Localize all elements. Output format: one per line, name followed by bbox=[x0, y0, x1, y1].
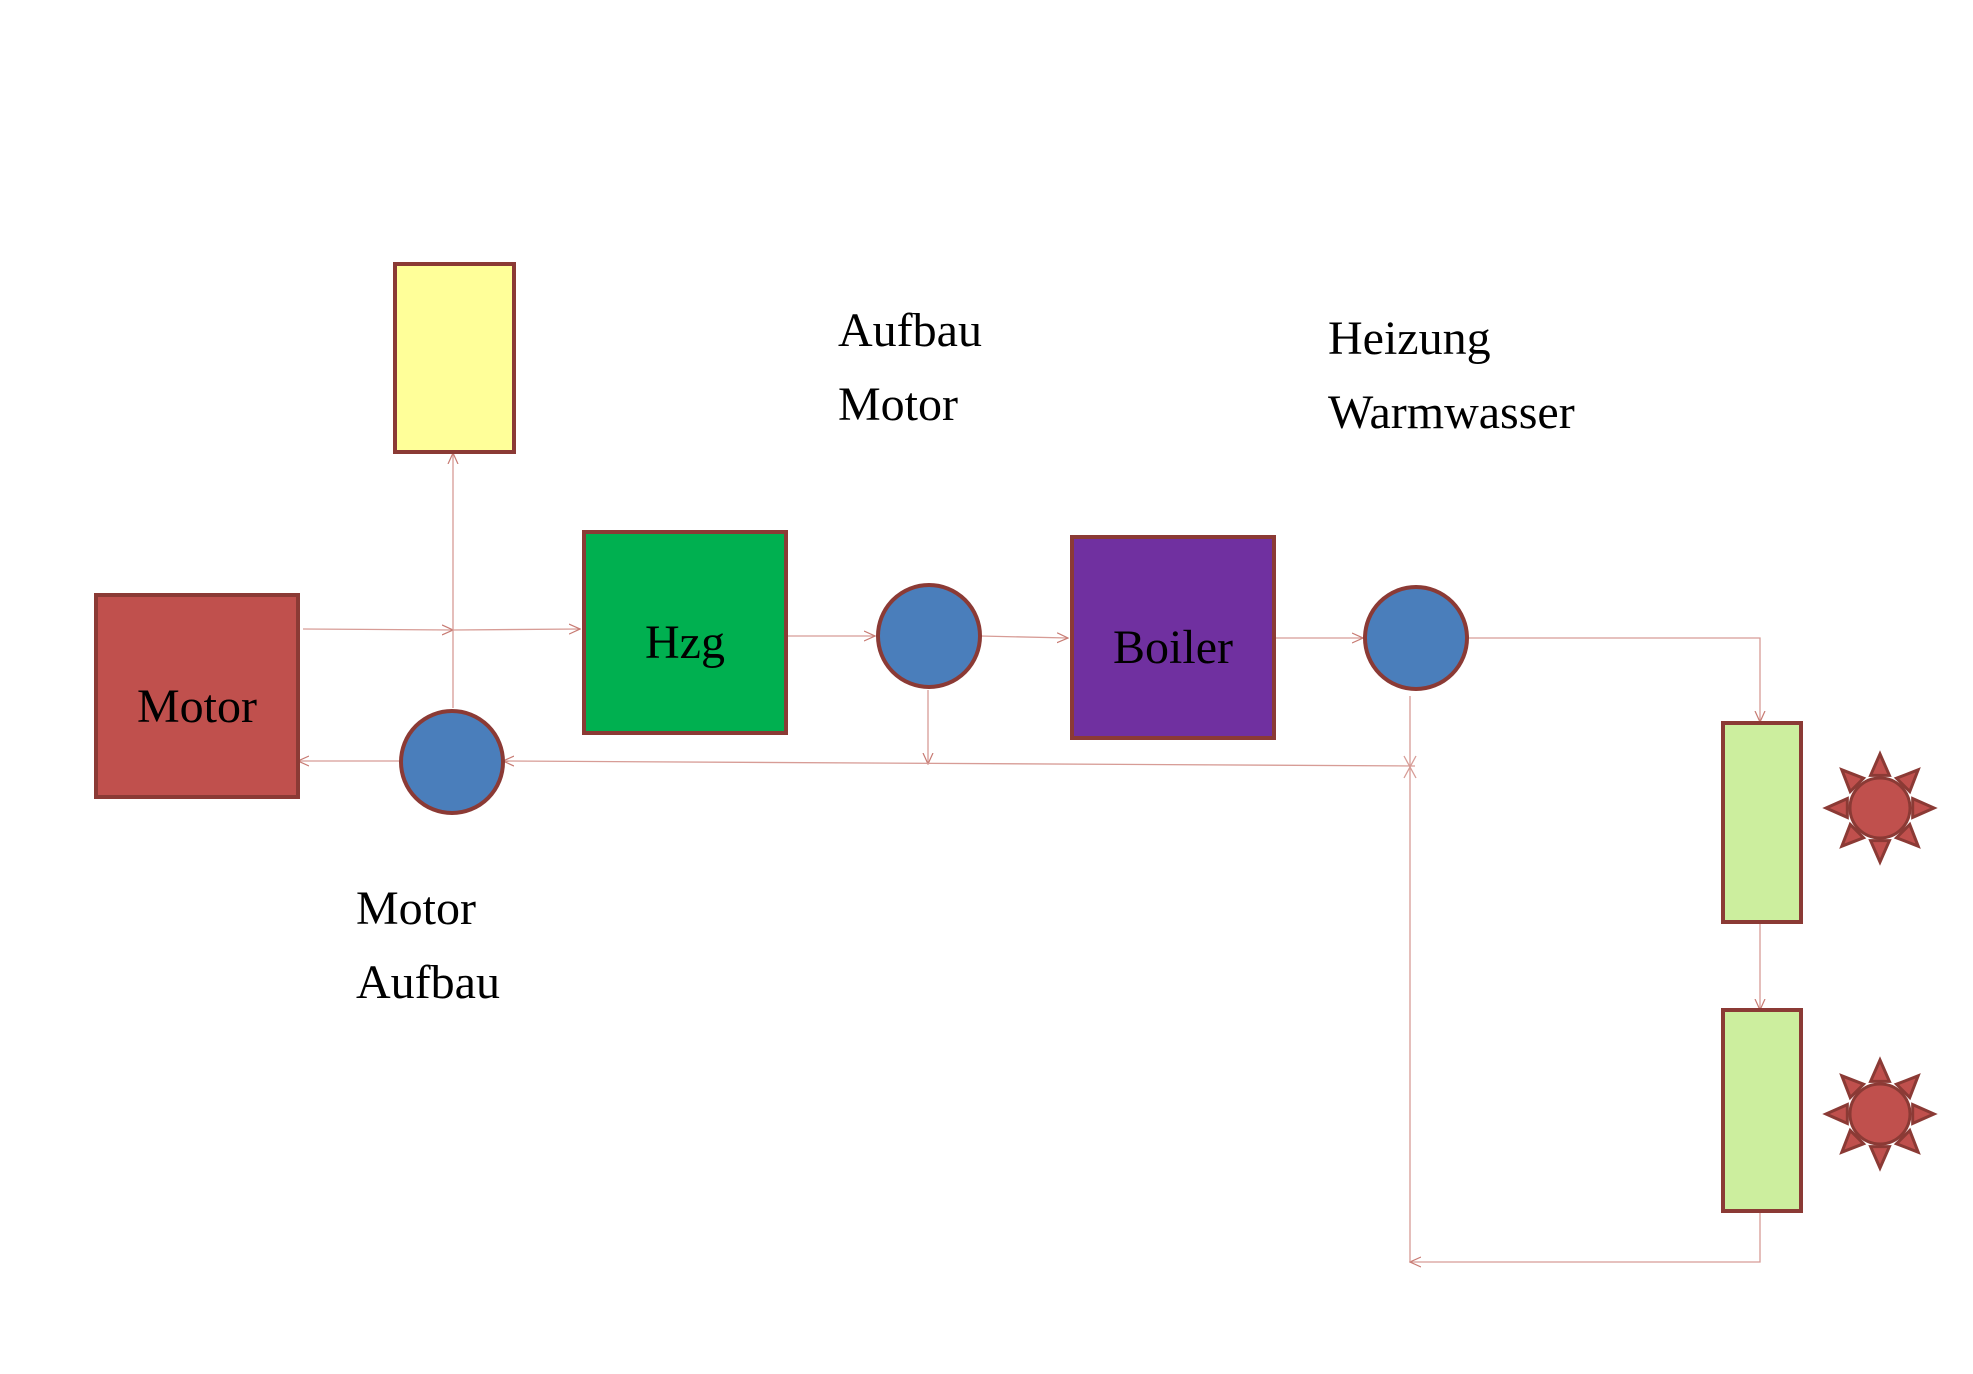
sun-ray bbox=[1839, 767, 1867, 795]
pipe-valve-to-boiler bbox=[979, 636, 1068, 638]
sun-ray bbox=[1868, 1145, 1892, 1172]
sun-ray bbox=[1893, 821, 1921, 849]
hzg-box bbox=[582, 530, 788, 735]
label-aufbau-motor-line1: Aufbau bbox=[838, 304, 982, 357]
pipe-radiator-return bbox=[1410, 1212, 1761, 1262]
boiler-box bbox=[1070, 535, 1276, 740]
sun-icon bbox=[1822, 750, 1938, 866]
sun-icon bbox=[1822, 1056, 1938, 1172]
pipe-motor-to-junction bbox=[302, 629, 453, 630]
valve-aufbau-motor bbox=[876, 583, 982, 689]
pipe-return-main bbox=[503, 761, 1416, 767]
label-motor-aufbau-line1: Motor bbox=[356, 882, 476, 935]
pipe-valve-to-radiator bbox=[1468, 637, 1760, 722]
label-motor-aufbau-line2: Aufbau bbox=[356, 956, 500, 1009]
sun-ray bbox=[1868, 839, 1892, 866]
sun-ray bbox=[1893, 767, 1921, 795]
tank-box bbox=[393, 262, 516, 454]
sun-ray bbox=[1839, 1127, 1867, 1155]
label-heizung-line1: Heizung bbox=[1328, 312, 1491, 365]
pipe-junction-to-hzg bbox=[452, 629, 580, 630]
sun-ray bbox=[1868, 1056, 1892, 1083]
sun-ray bbox=[1893, 1073, 1921, 1101]
sun-ray bbox=[1839, 1073, 1867, 1101]
pipes bbox=[298, 453, 1760, 1262]
sun-ray bbox=[1822, 796, 1849, 820]
sun-ray bbox=[1839, 821, 1867, 849]
sun-disc bbox=[1848, 1082, 1912, 1146]
hzg-label: Hzg bbox=[645, 615, 725, 669]
motor-label: Motor bbox=[137, 679, 257, 733]
motor-box bbox=[94, 593, 300, 799]
sun-disc bbox=[1848, 776, 1912, 840]
sun-ray bbox=[1822, 1102, 1849, 1126]
sun-ray bbox=[1911, 1102, 1938, 1126]
radiator-1 bbox=[1721, 721, 1803, 924]
label-aufbau-motor-line2: Motor bbox=[838, 378, 958, 431]
valve-heizung-warmwasser bbox=[1363, 585, 1469, 691]
boiler-label: Boiler bbox=[1113, 620, 1233, 674]
label-warmwasser-line2: Warmwasser bbox=[1328, 386, 1575, 439]
sun-ray bbox=[1911, 796, 1938, 820]
sun-ray bbox=[1868, 750, 1892, 777]
valve-motor bbox=[399, 709, 505, 815]
radiator-2 bbox=[1721, 1008, 1803, 1213]
pipe-cross-b bbox=[1403, 755, 1417, 779]
sun-ray bbox=[1893, 1127, 1921, 1155]
